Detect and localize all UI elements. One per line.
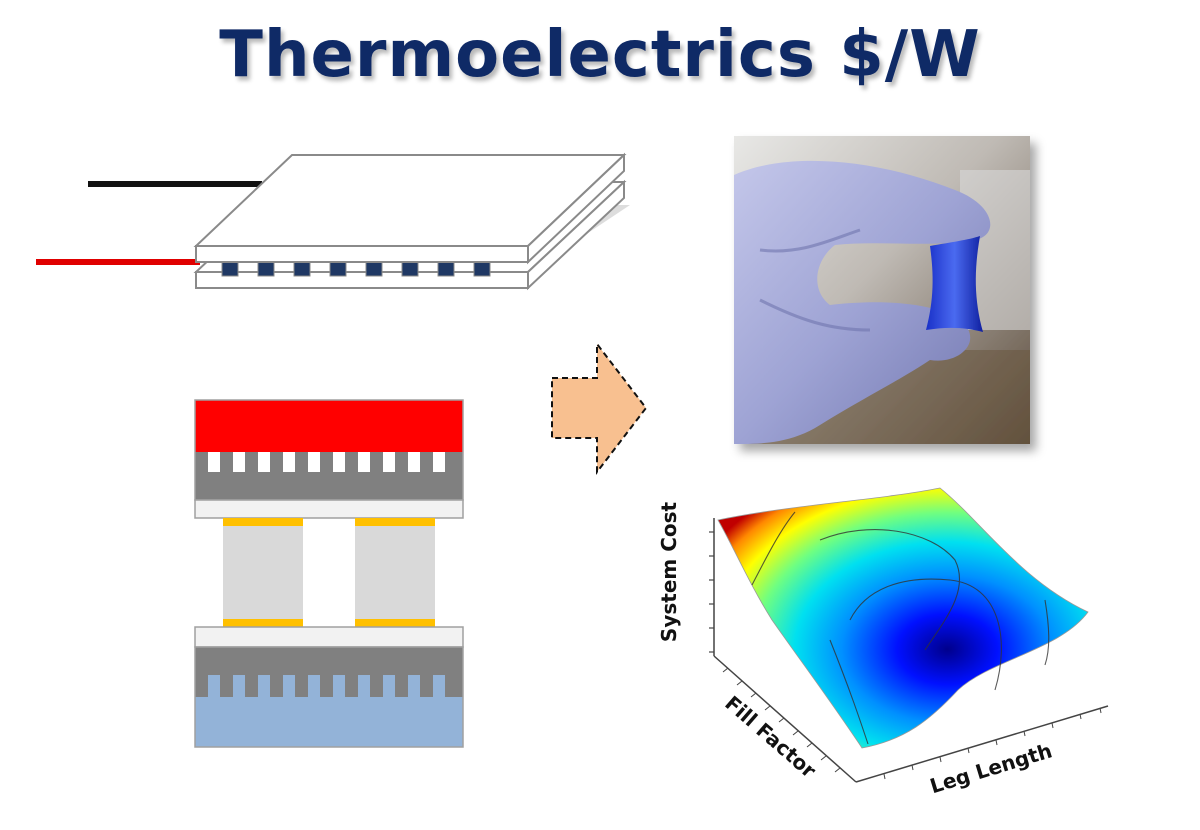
arrow-right-icon (551, 341, 648, 475)
x-ticks (883, 707, 1102, 780)
x-axis (855, 705, 1109, 783)
contact (223, 619, 303, 627)
te-leg-left (223, 526, 303, 619)
contact (355, 518, 435, 526)
te-leg-right (355, 526, 435, 619)
y-ticks (722, 667, 841, 773)
upper-fins (195, 452, 463, 472)
te-legs (221, 261, 491, 277)
thermoelectric-module (36, 152, 630, 291)
blue-film (926, 236, 983, 332)
cost-surface-plot: System Cost Fill Factor Leg Length (657, 487, 1109, 798)
contour-lines (751, 511, 1050, 745)
contact (223, 518, 303, 526)
upper-ceramic (194, 499, 464, 519)
z-ticks (709, 531, 714, 653)
lower-ceramic (194, 626, 464, 648)
cost-surface (717, 487, 1089, 749)
cross-section (194, 399, 464, 748)
hot-side (195, 400, 463, 452)
lower-heat-sink (195, 647, 463, 675)
lower-fins (195, 675, 463, 697)
upper-heat-sink (195, 472, 463, 500)
x-axis-label: Leg Length (927, 738, 1055, 798)
contact (355, 619, 435, 627)
y-axis (713, 655, 857, 783)
z-axis-label: System Cost (657, 501, 681, 642)
gloved-hand-photo (734, 136, 1030, 445)
page-title: Thermoelectrics $/W (219, 18, 981, 92)
